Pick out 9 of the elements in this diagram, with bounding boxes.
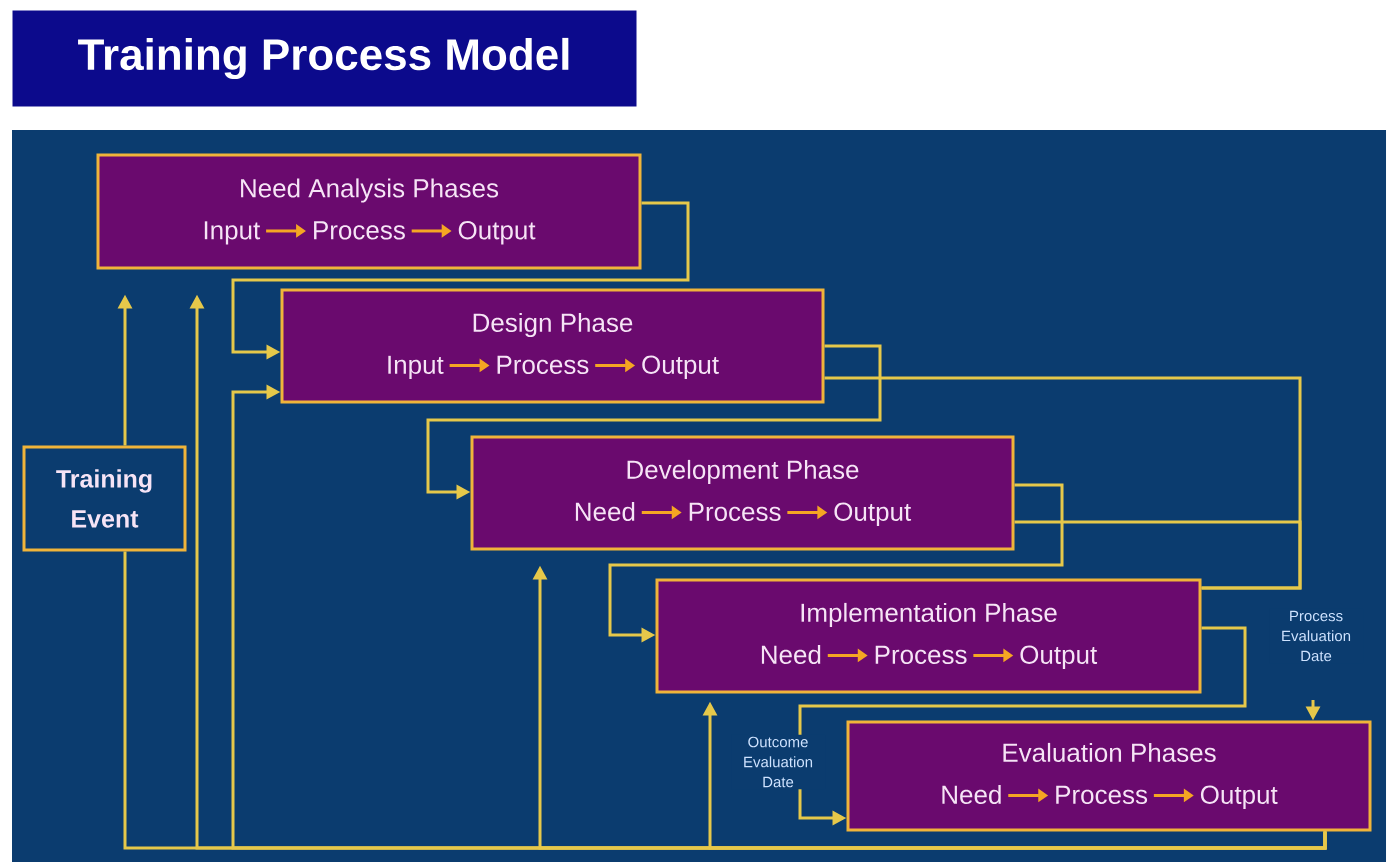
phase-box: Development Phase Need Process Output: [470, 435, 1015, 551]
phase-box: Need Analysis Phases Input Process Output: [96, 153, 642, 270]
title-banner: Training Process Model: [11, 9, 638, 108]
phase-box: Implementation Phase Need Process Output: [655, 578, 1202, 694]
phase-box: Evaluation Phases Need Process Output: [846, 720, 1372, 832]
phase-box: Design Phase Input Process Output: [280, 288, 825, 404]
edge-label: Outcome Evaluation Date: [731, 734, 825, 790]
edge-label: Process Evaluation Date: [1269, 608, 1363, 664]
event-box: Training Event: [22, 445, 187, 552]
